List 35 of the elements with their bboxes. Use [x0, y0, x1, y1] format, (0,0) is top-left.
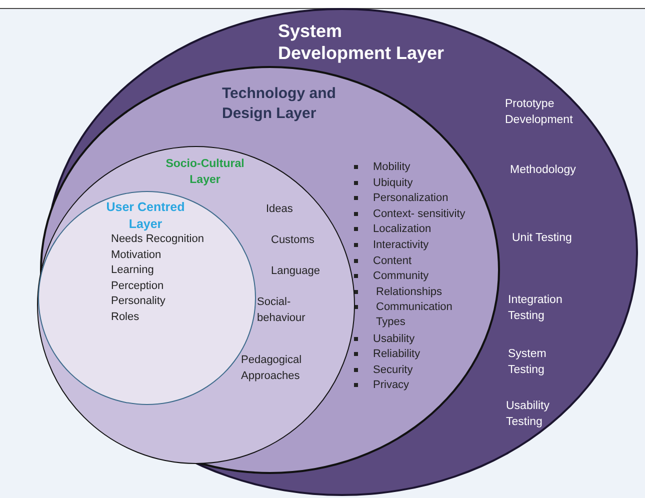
layer-title: Socio-Cultural Layer: [164, 157, 246, 188]
bullet-item: Localization: [351, 222, 432, 238]
layer-item: Roles: [111, 310, 140, 325]
bullet-item: Mobility: [351, 160, 410, 175]
layer-item: Social- behaviour: [257, 295, 306, 326]
layer-item: Methodology: [510, 163, 577, 178]
bullet-item: Relationships: [351, 284, 442, 300]
layer-item: Customs: [271, 233, 316, 248]
layer-item: Language: [271, 264, 321, 279]
bullet-item: Content: [351, 254, 412, 269]
layer-item: Learning: [111, 263, 155, 278]
layer-title: System Development Layer: [278, 20, 446, 64]
layer-item: Pedagogical Approaches: [241, 353, 303, 384]
layer-item: Motivation: [111, 248, 162, 263]
layer-title: Technology and Design Layer: [222, 84, 337, 124]
layer-item: Ideas: [266, 202, 294, 217]
bullet-item: Context- sensitivity: [351, 206, 466, 222]
layer-item: Needs Recognition: [111, 232, 205, 247]
bullet-item: Community: [351, 269, 429, 284]
layer-item: Usability Testing: [506, 399, 550, 430]
layer-item: Perception: [111, 279, 165, 294]
layer-item: Integration Testing: [508, 293, 564, 324]
layer-title: User Centred Layer: [105, 199, 186, 233]
layer-item: Unit Testing: [512, 231, 573, 246]
bullet-item: Interactivity: [351, 238, 429, 253]
bullet-item: Privacy: [351, 378, 410, 394]
bullet-item: Reliability: [351, 347, 420, 362]
layer-item: System Testing: [508, 347, 548, 378]
bullet-item: Ubiquity: [351, 176, 413, 191]
layer-item: Prototype Development: [505, 97, 574, 128]
bullet-item: Personalization: [351, 191, 448, 206]
layer-item: Personality: [111, 294, 166, 309]
bullet-item: Security: [351, 362, 413, 378]
bullet-item: Usability: [351, 332, 415, 347]
bullet-item: Communication Types: [351, 300, 466, 330]
